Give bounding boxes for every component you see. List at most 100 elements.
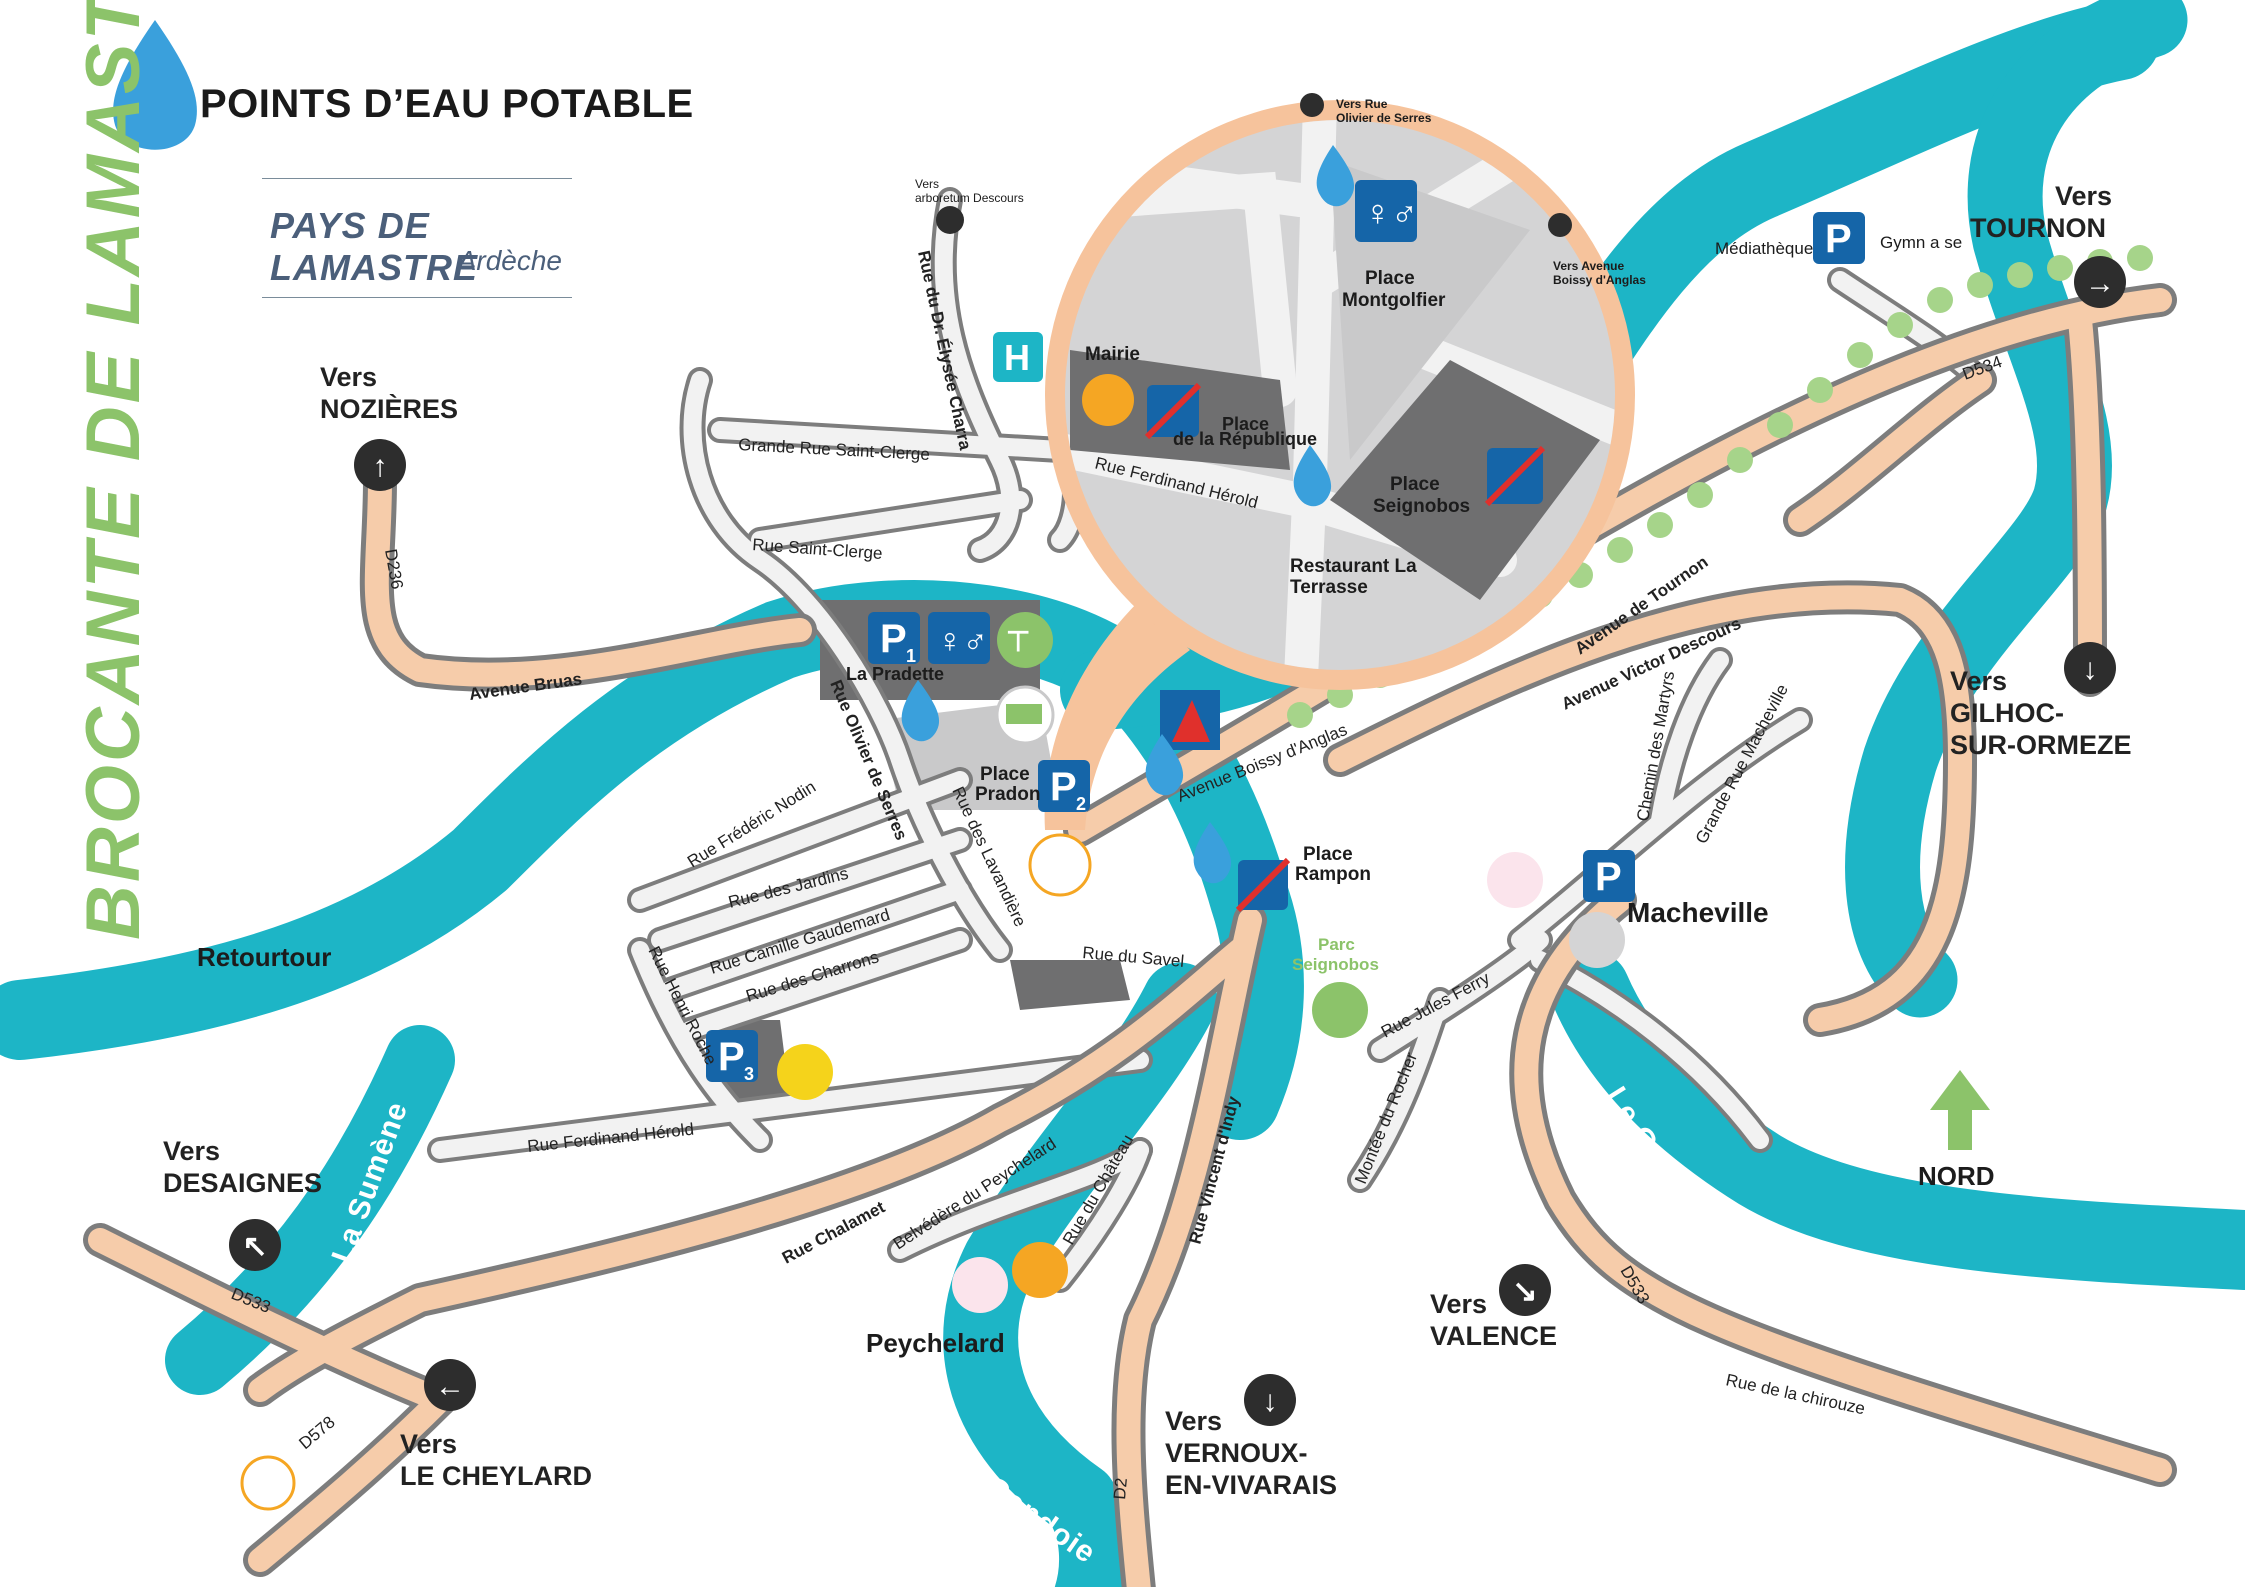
svg-text:Place: Place [1365,268,1415,289]
arrow-up-icon[interactable] [354,439,406,491]
arrow-down-icon[interactable] [1244,1374,1296,1426]
svg-text:Seignobos: Seignobos [1292,955,1379,974]
arrow-up-icon [1300,93,1324,117]
road-d533 [88,1228,452,1412]
svg-text:Terrasse: Terrasse [1290,577,1368,598]
arrow-right-icon[interactable] [2074,256,2126,308]
svg-text:↓: ↓ [2083,653,2098,686]
cycle-route-icon [1028,833,1092,897]
svg-text:de la République: de la République [1173,429,1317,449]
parking-p3-icon[interactable] [706,1030,758,1082]
arrow-down-right-icon[interactable] [1499,1264,1551,1316]
svg-text:2: 2 [1076,794,1086,814]
north-arrow-icon [1930,1070,1990,1150]
svg-text:Vers: Vers [1950,666,2007,696]
svg-text:SUR-ORMEZE: SUR-ORMEZE [1950,730,2132,760]
svg-text:♀♂: ♀♂ [1364,192,1418,233]
svg-text:Retourtour: Retourtour [197,942,331,972]
svg-text:H: H [1004,337,1030,378]
picnic-icon [997,612,1053,668]
road-d533-east [1514,888,2172,1482]
svg-text:Vers: Vers [1165,1406,1222,1436]
post-office-icon [777,1044,833,1100]
svg-text:Place: Place [1303,844,1353,865]
inset-toilets-icon[interactable] [1355,180,1417,242]
svg-text:VERNOUX-: VERNOUX- [1165,1438,1308,1468]
svg-text:TOURNON: TOURNON [1970,213,2106,243]
svg-text:Place: Place [1222,414,1269,434]
water-drop-icon[interactable] [1316,145,1355,207]
parking-p2-icon[interactable] [1038,760,1090,812]
svg-text:Vers: Vers [915,177,939,191]
inset-townhall-icon [1082,374,1134,426]
svg-text:EN-VIVARAIS: EN-VIVARAIS [1165,1470,1337,1500]
flower-macheville-icon [1487,852,1543,908]
map-title: POINTS D’EAU POTABLE [200,82,694,126]
direction-arrows [229,93,2126,1426]
amenities: P 1 ♀♂ ⊤ P 2 P 3 H P P ♀♂ [240,180,1865,1511]
svg-text:Olivier de Serres: Olivier de Serres [1336,111,1432,125]
parking-macheville-icon[interactable] [1583,850,1635,902]
svg-text:NORD: NORD [1918,1161,1995,1191]
svg-text:Seignobos: Seignobos [1373,496,1470,517]
road-d236 [364,468,812,687]
cycle-route-icon-sw [240,1455,296,1511]
svg-text:Montgolfier: Montgolfier [1342,290,1446,311]
svg-text:↓: ↓ [1263,1385,1278,1418]
svg-text:↑: ↑ [373,450,388,483]
dest-nozieres-1: Vers [320,362,377,392]
svg-text:Gymn a se: Gymn a se [1880,233,1962,252]
water-drop-icon[interactable] [1293,445,1332,507]
arrow-left-icon[interactable] [424,1359,476,1411]
svg-text:Vers: Vers [400,1429,457,1459]
svg-text:P: P [1595,855,1622,899]
arrow-up-right-icon [936,206,964,234]
svg-text:↘: ↘ [1512,1275,1537,1308]
svg-text:P: P [1825,217,1852,261]
river-le-doux-east [1845,0,2188,1018]
water-points [113,20,1355,884]
parking-p1-icon[interactable] [868,612,920,664]
svg-text:D2: D2 [1110,1477,1131,1500]
svg-text:Montée du Rocher: Montée du Rocher [1351,1049,1421,1186]
svg-text:Restaurant La: Restaurant La [1290,556,1417,577]
svg-text:♀♂: ♀♂ [937,622,988,660]
svg-text:3: 3 [744,1064,754,1084]
building-savel [1010,960,1130,1010]
svg-text:Place: Place [980,764,1030,785]
river-le-condoie [943,962,1218,1587]
vertical-title: BROCANTE DE LAMASTRE [71,0,156,940]
svg-text:Rampon: Rampon [1295,864,1371,885]
svg-text:→: → [2085,267,2115,300]
toilets-icon[interactable] [928,612,990,664]
road-rue-chalamet [248,938,1252,1402]
hospital-icon[interactable] [993,332,1043,382]
svg-text:Vers Rue: Vers Rue [1336,97,1388,111]
svg-text:DESAIGNES: DESAIGNES [163,1168,322,1198]
svg-text:Vers: Vers [163,1136,220,1166]
water-drop-logo-icon [113,20,197,150]
inset-place-seignobos [1330,360,1600,600]
svg-text:Médiathèque: Médiathèque [1715,239,1813,258]
svg-text:Pradon: Pradon [975,784,1040,805]
road-avenue-victor-descours [1328,585,1972,1032]
svg-text:Vers: Vers [1430,1289,1487,1319]
water-drop-icon[interactable] [901,680,940,742]
brand-region: Ardèche [457,245,562,276]
svg-text:D578: D578 [295,1412,338,1453]
water-drop-icon[interactable] [1145,734,1184,796]
brand-name: PAYS DE LAMASTRE [270,205,478,288]
water-drop-icon[interactable] [1193,822,1232,884]
picnic-parc-icon [1312,982,1368,1038]
dest-nozieres-2: NOZIÈRES [320,393,458,424]
svg-text:⊤: ⊤ [1006,626,1030,657]
arrow-left-icon[interactable] [229,1219,281,1271]
arrow-down-icon[interactable] [2064,642,2116,694]
svg-text:Place: Place [1390,474,1440,495]
road-d2 [1116,908,1262,1587]
parking-mediatheque-icon[interactable] [1813,212,1865,264]
arrow-up-right-icon [1548,213,1572,237]
svg-text:P: P [1050,765,1077,809]
svg-text:Vers Avenue: Vers Avenue [1553,259,1624,273]
